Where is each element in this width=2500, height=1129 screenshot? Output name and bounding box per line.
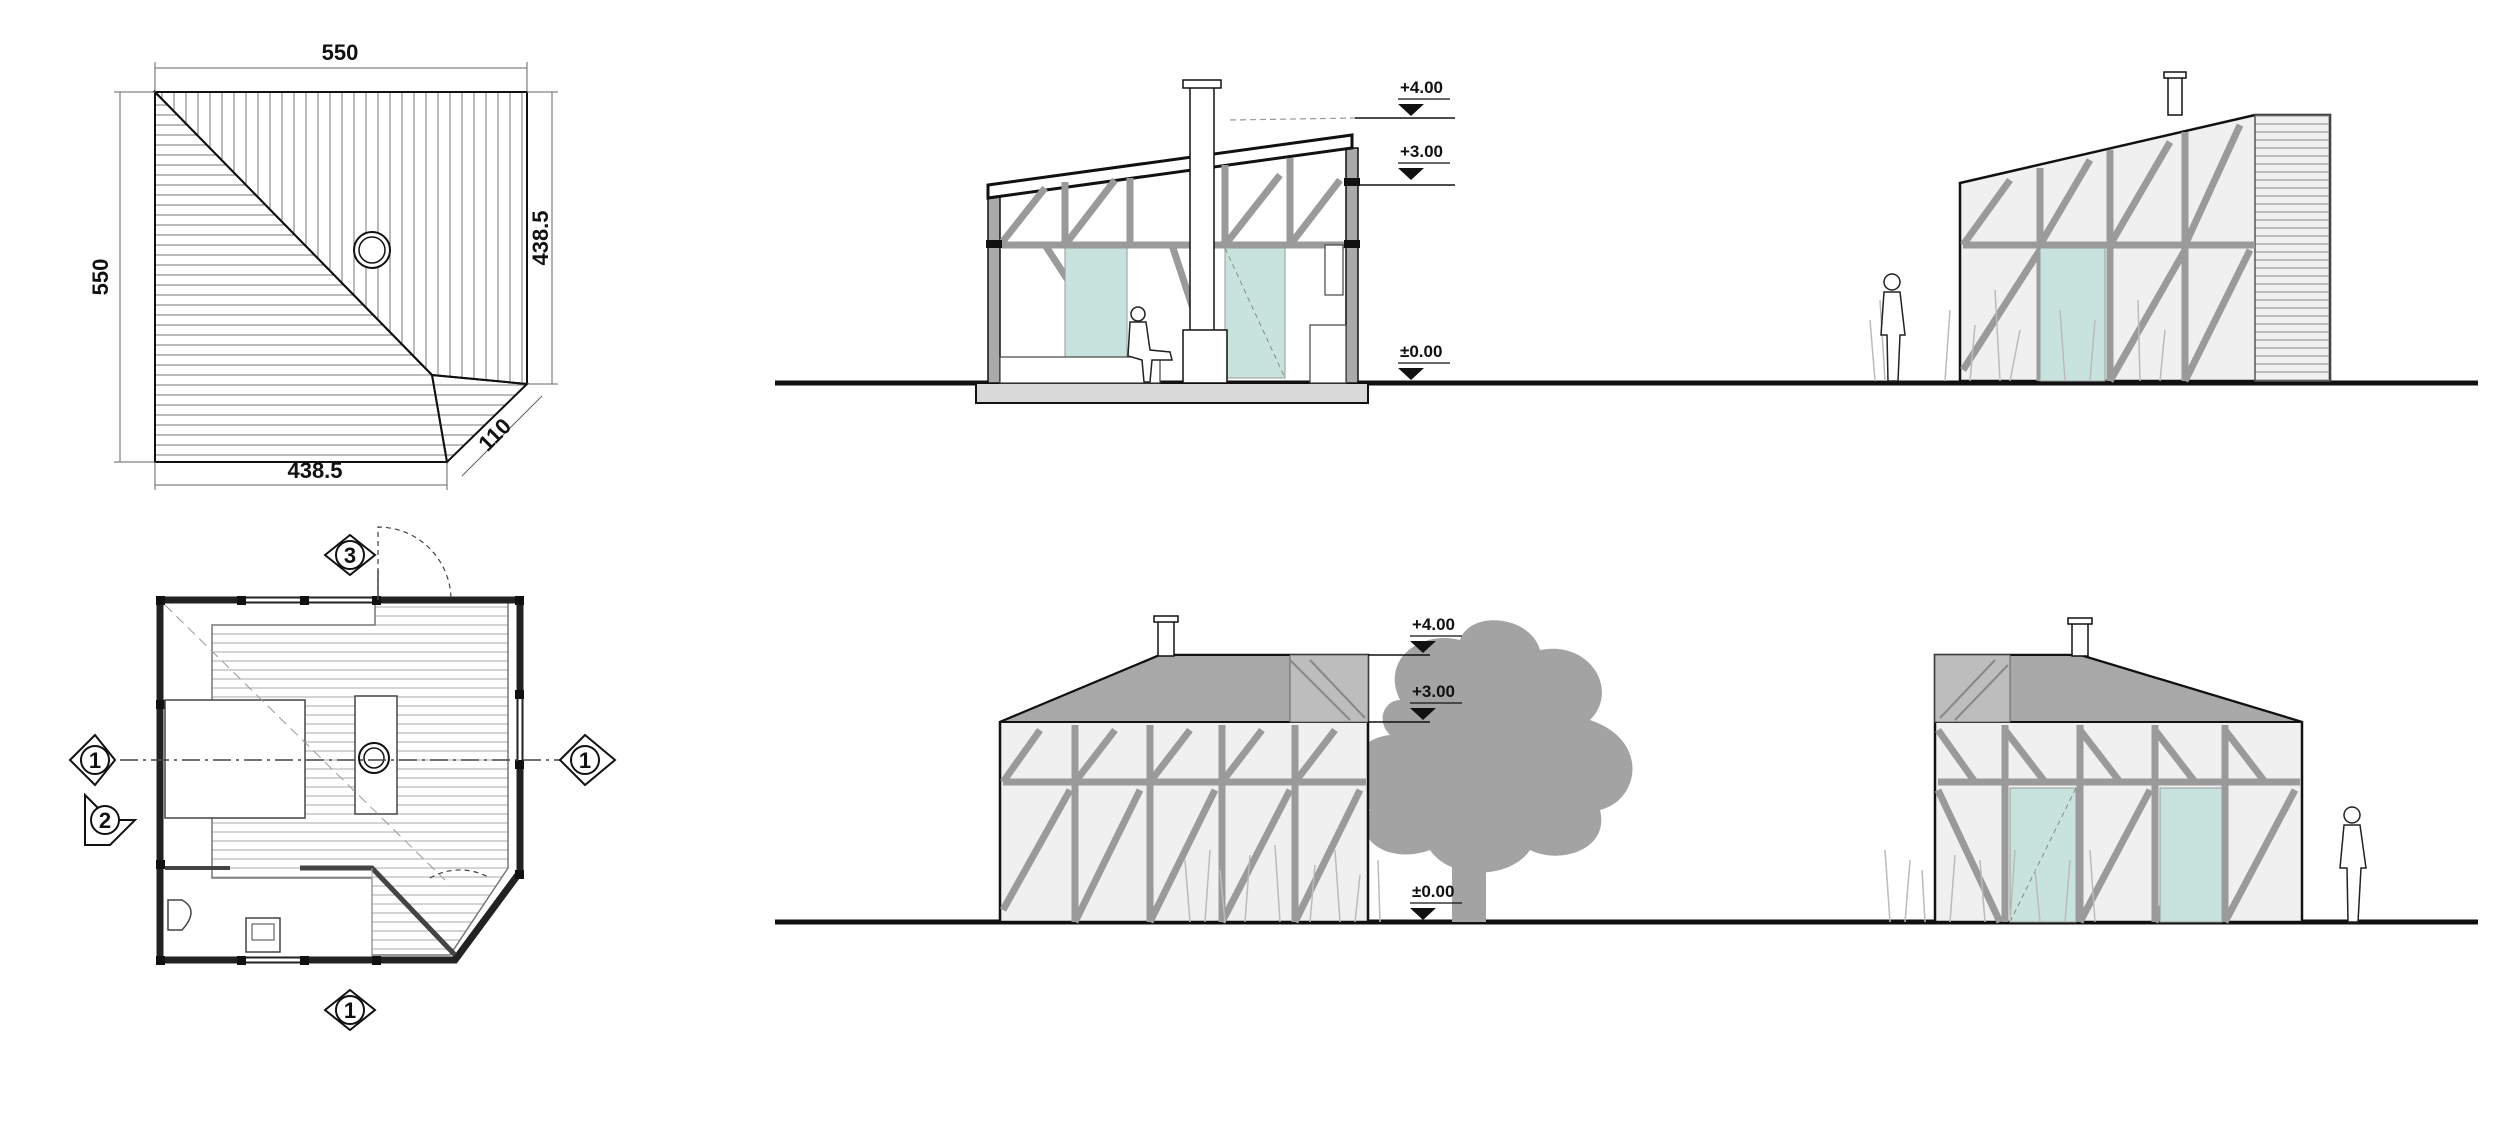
sink — [245, 917, 281, 953]
dim-bottom: 438.5 — [287, 458, 342, 483]
marker-1-right: 1 — [558, 733, 617, 787]
marker-1-left: 1 — [68, 733, 117, 787]
seated-person — [1127, 306, 1173, 383]
standing-person-bottom — [2339, 806, 2367, 923]
roof-plan-corner — [430, 373, 530, 465]
dim-left: 550 — [88, 259, 113, 296]
bed — [164, 699, 306, 819]
side-elevation — [1869, 71, 2332, 383]
level-section-3: +3.00 — [1400, 142, 1443, 161]
marker-1-bottom: 1 — [323, 988, 377, 1032]
svg-text:1: 1 — [344, 998, 356, 1023]
dim-right: 438.5 — [528, 210, 553, 265]
section-drawing: +4.00 +3.00 ±0.00 — [775, 78, 2478, 404]
toilet — [167, 899, 192, 931]
floor-plan: 3 1 1 2 1 — [68, 526, 617, 1032]
level-front-4: +4.00 — [1412, 615, 1455, 634]
level-front-0: ±0.00 — [1412, 882, 1454, 901]
floor-plan-walls — [156, 596, 524, 964]
svg-text:1: 1 — [579, 748, 591, 773]
dim-top: 550 — [322, 40, 359, 65]
svg-text:1: 1 — [89, 748, 101, 773]
tree — [1351, 620, 1633, 922]
level-section-0: ±0.00 — [1400, 342, 1442, 361]
section-levels: +4.00 +3.00 ±0.00 — [1355, 78, 1455, 380]
svg-text:2: 2 — [99, 808, 111, 833]
marker-3: 3 — [323, 533, 377, 577]
chimney-section — [1189, 85, 1215, 332]
roof-plan: 550 550 438.5 438.5 110 — [88, 40, 558, 490]
front-elevation: +4.00 +3.00 ±0.00 — [775, 615, 2478, 925]
front-levels: +4.00 +3.00 ±0.00 — [1368, 615, 1462, 920]
marker-2: 2 — [84, 792, 138, 846]
standing-person-top — [1880, 273, 1906, 382]
svg-text:3: 3 — [344, 543, 356, 568]
level-section-4: +4.00 — [1400, 78, 1443, 97]
back-elevation — [1884, 617, 2367, 924]
level-front-3: +3.00 — [1412, 682, 1455, 701]
